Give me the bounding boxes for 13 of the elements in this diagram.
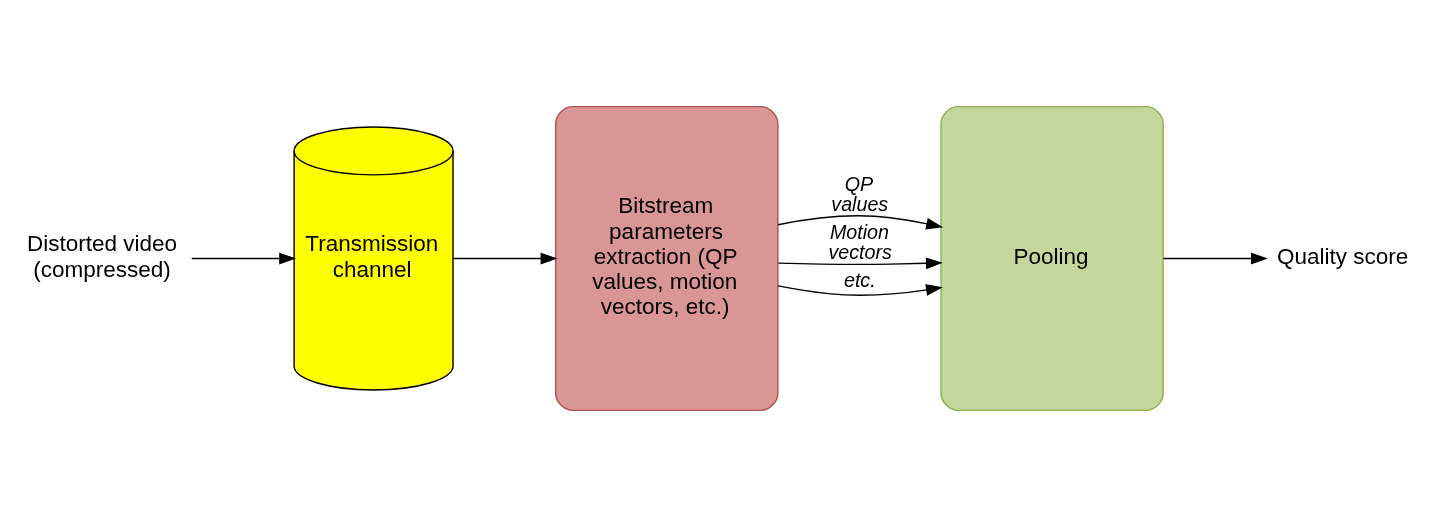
edge-label: QP values [831,173,889,215]
arrow [777,215,944,230]
node-text: Distorted video (compressed) [26,231,177,282]
node-box: Bitstream parameters extraction (QP values, motion vectors, etc.) [554,105,779,412]
arrow [777,284,943,296]
edge-label: Motion vectors [828,221,892,263]
arrow [191,252,297,265]
arrow [1162,252,1268,265]
node-text: Quality score [1277,243,1409,269]
node-box: Pooling [940,105,1164,412]
edge-label: etc. [843,268,876,291]
arrow [777,257,943,270]
arrow [452,252,558,265]
